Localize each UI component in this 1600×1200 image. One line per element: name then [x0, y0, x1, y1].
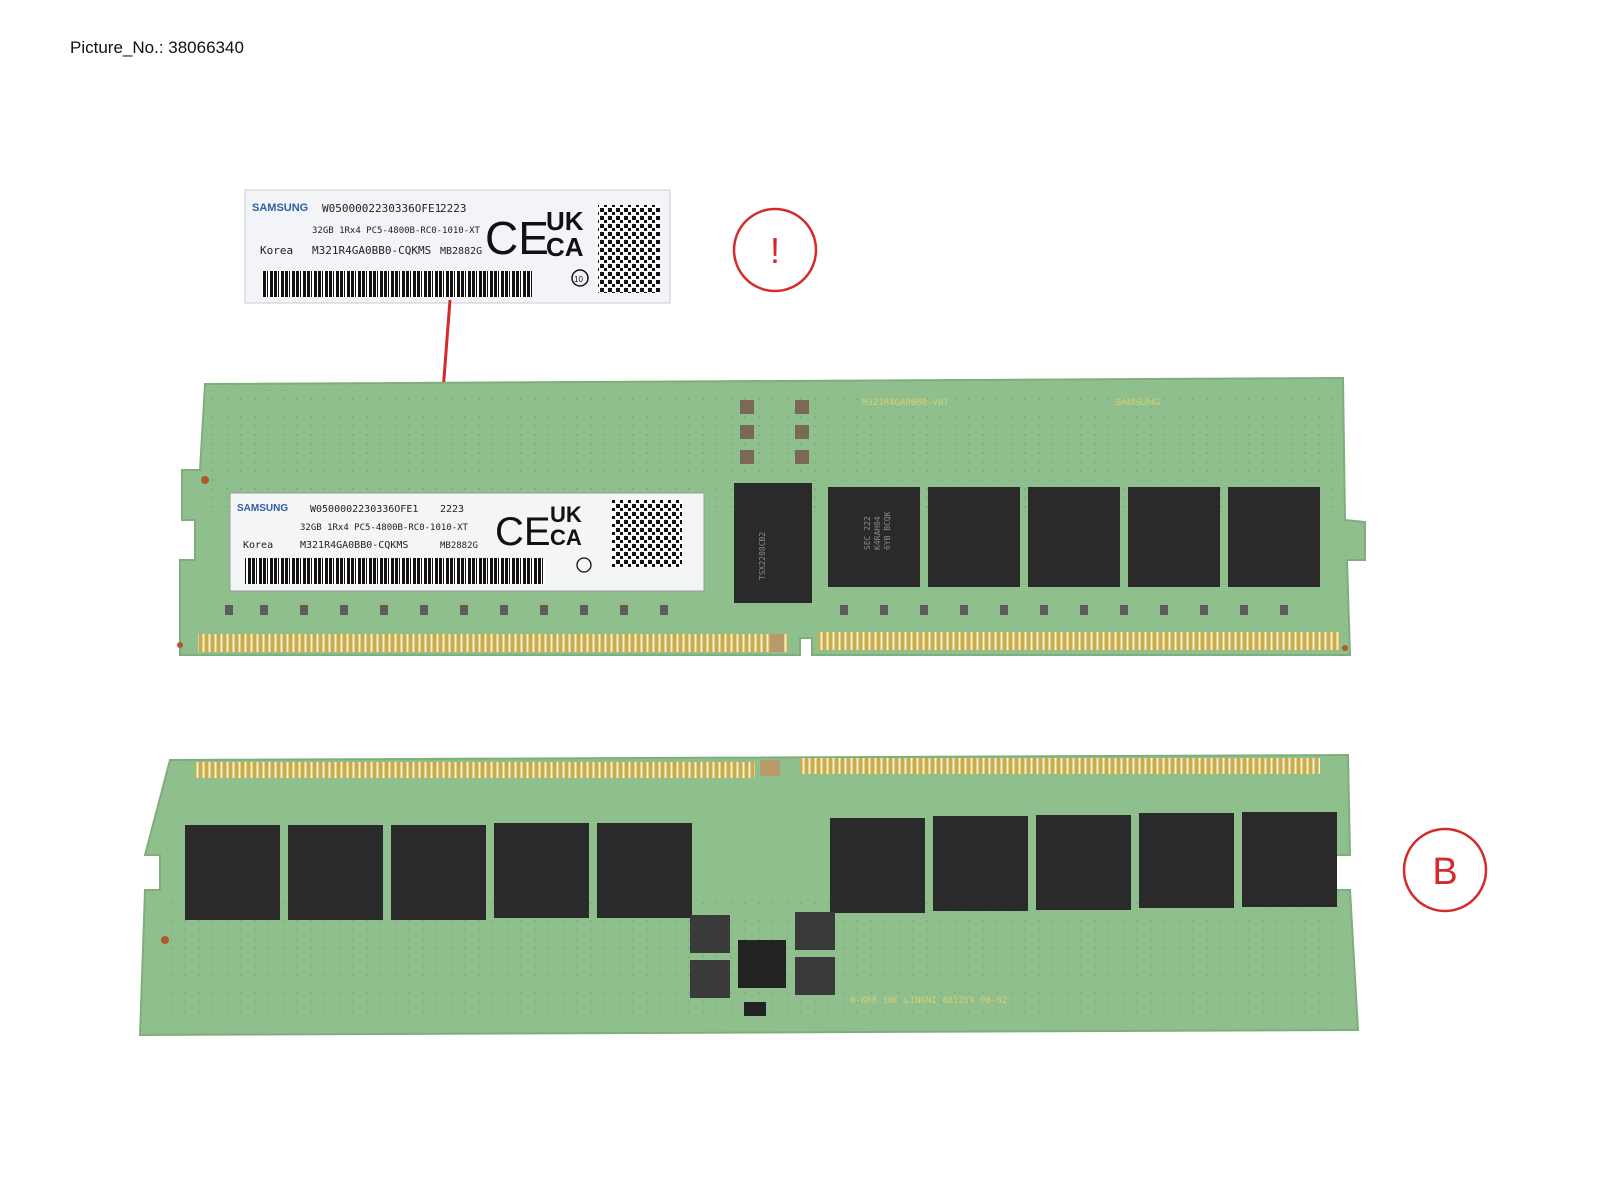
- module-ce-mark: CE: [495, 510, 551, 554]
- picture-number: Picture_No.: 38066340: [70, 38, 244, 57]
- dram-chip-text: SEC 222: [863, 516, 872, 550]
- label-origin: Korea: [260, 244, 293, 257]
- pmic-cluster: [690, 912, 835, 1016]
- ukca-mark-top: UK: [546, 206, 584, 236]
- dram-chip-text-2: K4RAH04: [873, 516, 882, 550]
- gold-fingers-back-left: [195, 762, 755, 778]
- dimm-front: M321R4GA0BB0-V07 SAMSUNG SAMSUNG W050000…: [177, 376, 1366, 656]
- label-closeup: SAMSUNG W0500002230336OFE1 2223 32GB 1Rx…: [244, 189, 671, 304]
- dram-chips-back: [185, 812, 1337, 920]
- rcd-chip-text: TSX2208CB2: [758, 532, 767, 580]
- label-lot: MB2882G: [440, 246, 482, 257]
- silk-brand: SAMSUNG: [1115, 397, 1161, 407]
- rcd-chip: [734, 483, 812, 603]
- module-ukca-top: UK: [550, 502, 582, 527]
- dimm-back: 0-KR8 1WC LINGNI 481ZYX 90-02: [138, 753, 1360, 1037]
- label-on-module: SAMSUNG W0500002230336OFE1 2223 32GB 1Rx…: [229, 492, 705, 592]
- callout-bottom-text: B: [1432, 851, 1457, 893]
- module-label-serial: W0500002230336OFE1: [310, 504, 418, 515]
- gold-fingers-back-right: [800, 758, 1320, 774]
- module-label-brand: SAMSUNG: [237, 503, 288, 514]
- label-spec: 32GB 1Rx4 PC5-4800B-RC0-1010-XT: [312, 226, 481, 236]
- ce-mark-icon: CE: [485, 212, 549, 264]
- recycle-mark: 10: [574, 275, 583, 284]
- callout-top: !: [732, 207, 818, 293]
- ukca-mark-bottom: CA: [546, 232, 584, 262]
- gold-fingers-right: [818, 632, 1340, 650]
- module-label-spec: 32GB 1Rx4 PC5-4800B-RC0-1010-XT: [300, 523, 469, 533]
- callout-bottom: B: [1402, 827, 1488, 913]
- dram-chips-front: [828, 487, 1320, 587]
- module-barcode-icon: [245, 558, 545, 584]
- label-part-number: M321R4GA0BB0-CQKMS: [312, 244, 431, 257]
- module-label-part: M321R4GA0BB0-CQKMS: [300, 540, 408, 551]
- module-label-date: 2223: [440, 504, 464, 515]
- label-brand: SAMSUNG: [252, 202, 308, 214]
- back-silk-text: 0-KR8 1WC LINGNI 481ZYX 90-02: [850, 996, 1007, 1006]
- module-qr-code-icon: [612, 500, 682, 568]
- gold-fingers-left: [198, 634, 788, 652]
- module-ukca-bottom: CA: [550, 525, 582, 550]
- module-label-lot: MB2882G: [440, 541, 478, 551]
- dram-chip-text-3: 6YB BCQK: [883, 511, 892, 550]
- silk-part-number: M321R4GA0BB0-V07: [862, 398, 949, 408]
- label-serial: W0500002230336OFE1: [322, 202, 441, 215]
- module-label-origin: Korea: [243, 540, 273, 551]
- callout-top-text: !: [770, 230, 780, 271]
- qr-code-icon: [598, 205, 660, 293]
- label-date-code: 2223: [440, 202, 467, 215]
- barcode-icon: [262, 271, 532, 297]
